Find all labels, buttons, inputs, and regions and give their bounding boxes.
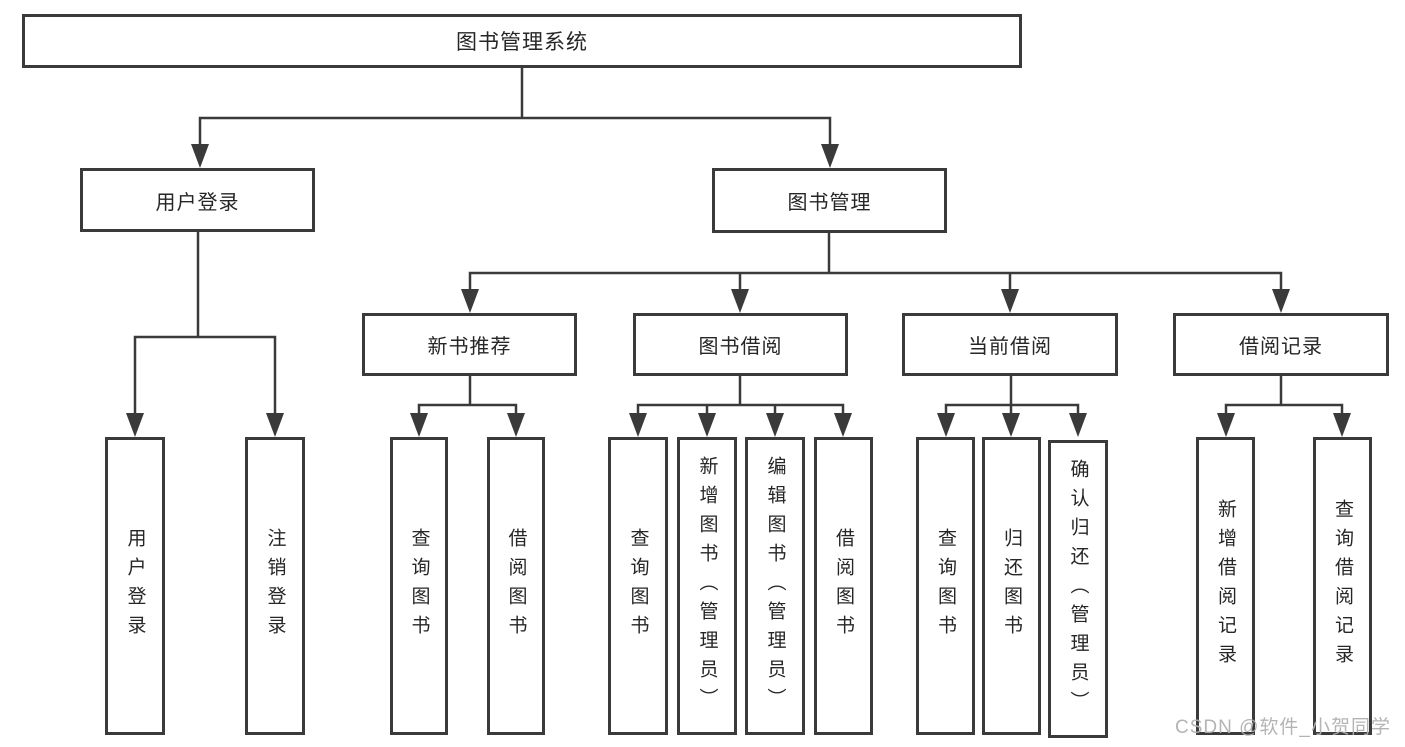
leaf-recommend-borrow-books: 借阅图书: [487, 437, 545, 735]
leaf-edit-books-admin-label: 编辑图书（管理员）: [764, 455, 786, 717]
node-current-borrow-label: 当前借阅: [968, 336, 1052, 358]
connector-lines: [133, 68, 1344, 413]
node-book-management: 图书管理: [712, 168, 947, 233]
leaf-borrow-books-label: 借阅图书: [833, 528, 854, 644]
leaf-borrow-query-books: 查询图书: [608, 437, 668, 735]
leaf-confirm-return-admin: 确认归还（管理员）: [1048, 440, 1108, 738]
leaf-return-books-label: 归还图书: [1001, 528, 1022, 644]
leaf-add-borrow-record-label: 新增借阅记录: [1215, 499, 1236, 673]
leaf-user-login-label: 用户登录: [124, 528, 146, 644]
watermark: CSDN @软件_小贺同学: [1175, 717, 1391, 738]
leaf-edit-books-admin: 编辑图书（管理员）: [745, 437, 805, 735]
node-library-management-system: 图书管理系统: [22, 14, 1022, 68]
leaf-current-query-books: 查询图书: [916, 437, 975, 735]
leaf-current-query-books-label: 查询图书: [935, 528, 956, 644]
node-borrow-records-label: 借阅记录: [1239, 336, 1323, 358]
node-book-management-label: 图书管理: [787, 192, 872, 214]
leaf-borrow-query-books-label: 查询图书: [627, 528, 649, 644]
node-user-login-label: 用户登录: [155, 191, 240, 214]
node-user-login: 用户登录: [80, 168, 315, 232]
leaf-query-borrow-record-label: 查询借阅记录: [1332, 499, 1353, 673]
node-current-borrow: 当前借阅: [902, 313, 1118, 376]
leaf-recommend-query-books-label: 查询图书: [408, 528, 430, 644]
node-book-borrow-label: 图书借阅: [698, 336, 783, 358]
node-library-management-system-label: 图书管理系统: [456, 31, 588, 54]
node-book-borrow: 图书借阅: [633, 313, 848, 376]
leaf-add-borrow-record: 新增借阅记录: [1196, 437, 1255, 735]
leaf-recommend-query-books: 查询图书: [390, 437, 448, 735]
leaf-logout: 注销登录: [245, 437, 305, 735]
leaf-borrow-books: 借阅图书: [814, 437, 873, 735]
leaf-user-login: 用户登录: [105, 437, 165, 735]
leaf-return-books: 归还图书: [982, 437, 1041, 735]
arrowhead-icons: [126, 144, 1351, 437]
leaf-add-books-admin: 新增图书（管理员）: [677, 437, 737, 735]
leaf-query-borrow-record: 查询借阅记录: [1313, 437, 1372, 735]
node-new-book-recommend: 新书推荐: [362, 313, 577, 376]
node-new-book-recommend-label: 新书推荐: [427, 336, 512, 358]
leaf-confirm-return-admin-label: 确认归还（管理员）: [1067, 458, 1089, 720]
leaf-recommend-borrow-books-label: 借阅图书: [505, 528, 527, 644]
leaf-add-books-admin-label: 新增图书（管理员）: [696, 455, 718, 717]
leaf-logout-label: 注销登录: [264, 528, 286, 644]
node-borrow-records: 借阅记录: [1173, 313, 1389, 376]
